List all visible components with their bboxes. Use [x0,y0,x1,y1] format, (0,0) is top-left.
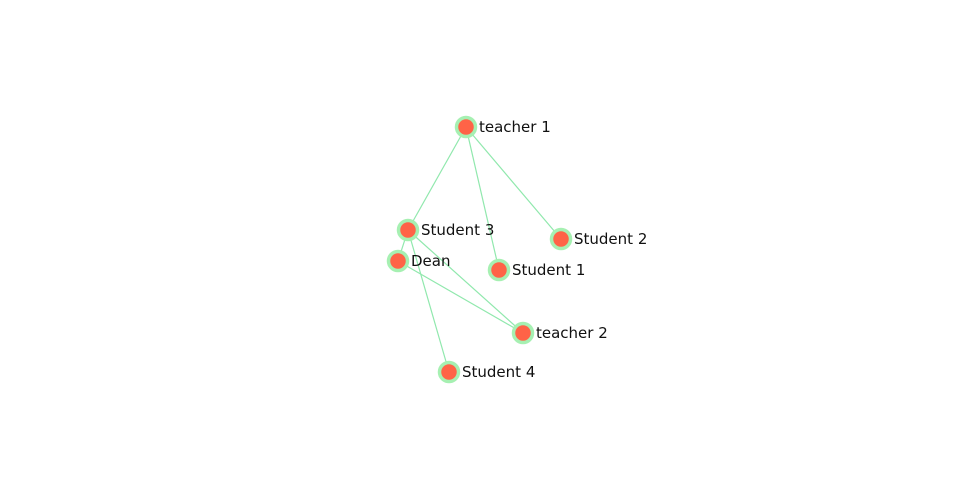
node-student3[interactable]: Student 3 [396,218,495,242]
edges-layer [397,126,562,373]
edge-student3-teacher2 [407,229,524,334]
node-circle-teacher2[interactable] [511,321,535,345]
node-student1[interactable]: Student 1 [487,258,586,282]
node-label-teacher1: teacher 1 [479,118,551,136]
edge-student3-student4 [407,229,450,373]
node-label-student3: Student 3 [421,221,494,239]
node-teacher1[interactable]: teacher 1 [454,115,551,139]
node-circle-student1[interactable] [487,258,511,282]
node-circle-teacher1[interactable] [454,115,478,139]
node-circle-student2[interactable] [549,227,573,251]
node-circle-student3[interactable] [396,218,420,242]
node-circle-dean[interactable] [386,249,410,273]
node-student4[interactable]: Student 4 [437,360,536,384]
node-circle-student4[interactable] [437,360,461,384]
edge-dean-teacher2 [397,260,524,334]
edge-teacher1-student1 [465,126,500,271]
edge-teacher1-student3 [407,126,467,231]
node-label-student2: Student 2 [574,230,647,248]
node-label-dean: Dean [411,252,450,270]
node-label-student4: Student 4 [462,363,535,381]
node-label-student1: Student 1 [512,261,585,279]
node-teacher2[interactable]: teacher 2 [511,321,608,345]
node-dean[interactable]: Dean [386,249,451,273]
edge-teacher1-student2 [465,126,562,240]
node-label-teacher2: teacher 2 [536,324,608,342]
node-student2[interactable]: Student 2 [549,227,648,251]
